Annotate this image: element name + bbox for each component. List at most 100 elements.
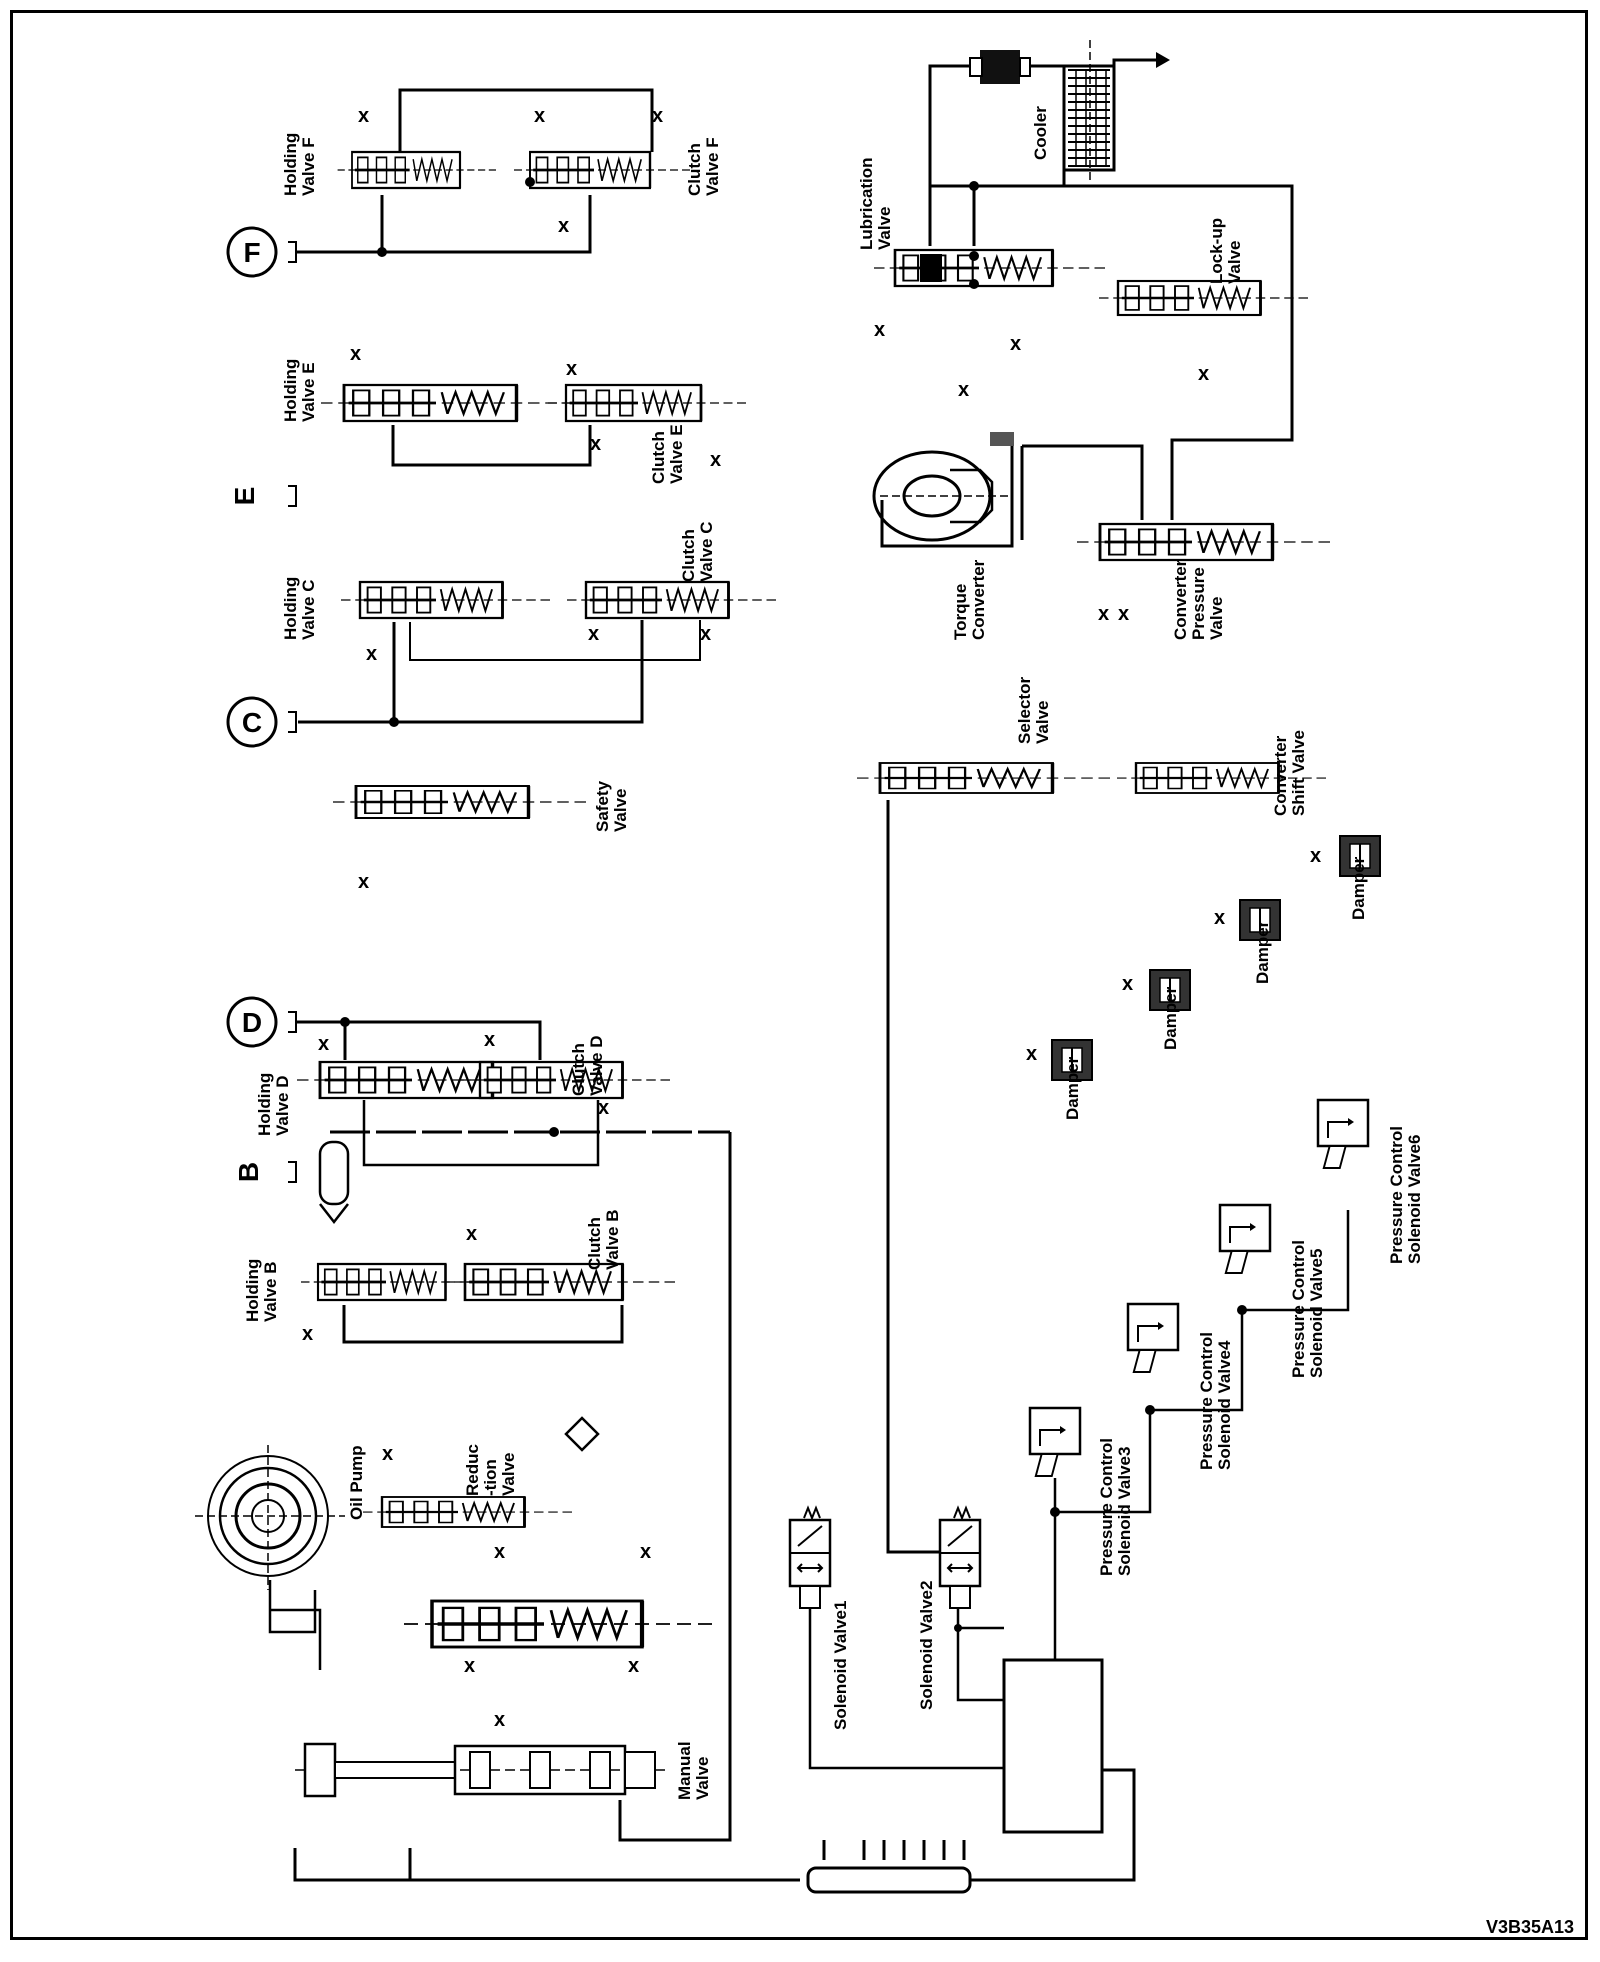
- label-damper-1: Damper: [1063, 1056, 1082, 1120]
- svg-text:x: x: [358, 105, 369, 127]
- line-e-loop: [391, 425, 592, 467]
- label-clutch-valve-d: ClutchValve D: [569, 1036, 606, 1097]
- svg-text:x: x: [558, 215, 569, 237]
- control-unit-box: [1002, 1658, 1104, 1834]
- svg-text:D: D: [242, 1007, 262, 1038]
- port-markers: x x x x x x x x x x x x x x x x x x x x …: [302, 105, 1321, 1731]
- svg-text:x: x: [640, 1541, 651, 1563]
- marker-d: D: [226, 996, 297, 1048]
- svg-text:x: x: [652, 105, 663, 127]
- converter-pressure-valve: [1075, 522, 1332, 562]
- svg-text:x: x: [366, 643, 377, 665]
- svg-text:x: x: [302, 1323, 313, 1345]
- label-holding-valve-f: HoldingValve F: [281, 133, 318, 196]
- svg-text:x: x: [494, 1541, 505, 1563]
- pc-solenoid-valve-5: [1218, 1203, 1272, 1275]
- label-lockup-valve: Lock-upValve: [1207, 218, 1244, 284]
- label-converter-shift-valve: ConverterShift Valve: [1271, 730, 1308, 816]
- svg-text:x: x: [1310, 845, 1321, 867]
- line-left-stub: [293, 1848, 800, 1882]
- svg-text:x: x: [1010, 333, 1021, 355]
- pc-solenoid-valve-6: [1316, 1098, 1370, 1170]
- svg-text:x: x: [874, 319, 885, 341]
- svg-text:x: x: [534, 105, 545, 127]
- label-clutch-valve-e: ClutchValve E: [649, 424, 686, 484]
- svg-text:x: x: [958, 379, 969, 401]
- label-manual-valve: ManualValve: [675, 1741, 712, 1800]
- label-clutch-valve-c: ClutchValve C: [679, 522, 716, 583]
- svg-text:x: x: [598, 1097, 609, 1119]
- holding-valve-e: [319, 383, 576, 423]
- clutch-valve-b: [442, 1262, 677, 1302]
- svg-text:C: C: [242, 707, 262, 738]
- line-tc-feed: [1020, 444, 1144, 540]
- svg-text:x: x: [1122, 973, 1133, 995]
- clutch-valve-d: [459, 1060, 672, 1100]
- svg-text:x: x: [628, 1655, 639, 1677]
- svg-text:x: x: [590, 433, 601, 455]
- label-damper-2: Damper: [1161, 986, 1180, 1050]
- line-manual-out: [618, 1132, 732, 1842]
- marker-e: E: [229, 485, 297, 507]
- line-connector-right: [970, 1768, 1136, 1882]
- label-holding-valve-d: HoldingValve D: [255, 1073, 292, 1136]
- manual-valve: [295, 1742, 665, 1798]
- pc-solenoid-valve-4: [1126, 1302, 1180, 1374]
- svg-text:x: x: [710, 449, 721, 471]
- line-f-feed: [295, 195, 592, 254]
- label-clutch-valve-f: ClutchValve F: [685, 137, 722, 196]
- svg-text:x: x: [358, 871, 369, 893]
- clutch-valve-e: [546, 383, 748, 423]
- svg-text:x: x: [484, 1029, 495, 1051]
- svg-text:B: B: [233, 1162, 264, 1182]
- label-damper-4: Damper: [1349, 856, 1368, 920]
- line-b-loop: [342, 1305, 624, 1344]
- accumulator-b: [318, 1140, 350, 1225]
- svg-text:x: x: [466, 1223, 477, 1245]
- line-c-feed: [298, 620, 644, 724]
- holding-valve-c: [339, 580, 552, 620]
- label-solenoid-valve-1: Solenoid Valve1: [831, 1601, 850, 1730]
- label-holding-valve-c: HoldingValve C: [281, 577, 318, 640]
- label-selector-valve: SelectorValve: [1015, 677, 1052, 744]
- figure-reference-code: V3B35A13: [1485, 1917, 1574, 1937]
- label-lubrication-valve: LubricationValve: [857, 157, 894, 250]
- solenoid-valve-2: [938, 1506, 982, 1610]
- oil-pump: [195, 1445, 345, 1670]
- label-solenoid-valve-2: Solenoid Valve2: [917, 1581, 936, 1710]
- label-cooler: Cooler: [1031, 106, 1050, 160]
- label-safety-valve: SafetyValve: [593, 780, 630, 832]
- line-f-top: [398, 88, 654, 152]
- svg-text:x: x: [318, 1033, 329, 1055]
- svg-text:x: x: [382, 1443, 393, 1465]
- label-pc-solenoid-valve-3: Pressure ControlSolenoid Valve3: [1097, 1438, 1134, 1576]
- diamond-symbol: [564, 1416, 600, 1452]
- label-damper-3: Damper: [1253, 920, 1272, 984]
- label-oil-pump: Oil Pump: [347, 1445, 366, 1520]
- label-pc-solenoid-valve-5: Pressure ControlSolenoid Valve5: [1289, 1240, 1326, 1378]
- label-converter-pressure-valve: ConverterPressureValve: [1171, 559, 1226, 640]
- line-selector-down: [886, 800, 940, 1554]
- clutch-valve-c: [565, 580, 778, 620]
- svg-text:x: x: [1198, 363, 1209, 385]
- marker-b: B: [233, 1161, 297, 1183]
- label-pc-solenoid-valve-4: Pressure ControlSolenoid Valve4: [1197, 1332, 1234, 1470]
- svg-text:x: x: [1098, 603, 1109, 625]
- wiring-connector: [806, 1840, 972, 1894]
- safety-valve: [331, 784, 588, 820]
- svg-text:x: x: [464, 1655, 475, 1677]
- label-holding-valve-e: HoldingValve E: [281, 359, 318, 422]
- holding-valve-f: [336, 150, 498, 190]
- pc-solenoid-valve-3: [1028, 1406, 1082, 1478]
- svg-text:F: F: [243, 237, 260, 268]
- label-torque-converter: TorqueConverter: [951, 559, 988, 640]
- component-labels: HoldingValve F ClutchValve F HoldingValv…: [243, 106, 1424, 1800]
- line-c-cross: [409, 620, 701, 661]
- svg-text:E: E: [229, 487, 260, 506]
- svg-text:x: x: [350, 343, 361, 365]
- selector-valve: [855, 761, 1112, 795]
- reduction-valve: [361, 1495, 574, 1529]
- torque-converter: [872, 432, 1014, 548]
- clutch-valve-f: [512, 150, 692, 190]
- label-reduction-valve: Reduc-tionValve: [463, 1444, 518, 1496]
